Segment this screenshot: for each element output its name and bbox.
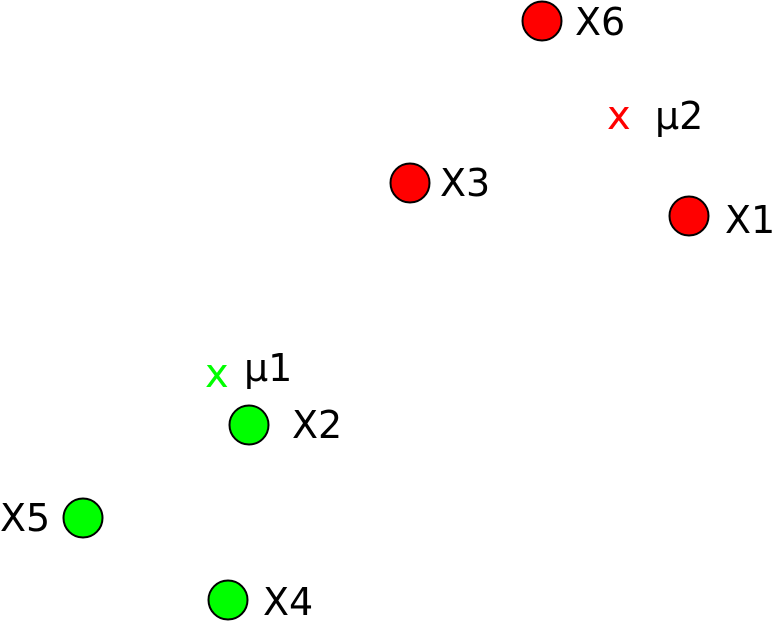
point-x3-label: X3 xyxy=(440,161,491,205)
point-x6-label: X6 xyxy=(575,0,626,44)
centroid-mu2-label: μ2 xyxy=(655,94,704,138)
point-x5-marker xyxy=(62,497,104,539)
point-x2-marker xyxy=(228,404,270,446)
centroid-mu1-marker: x xyxy=(205,351,229,397)
centroid-mu2-marker: x xyxy=(607,93,631,139)
point-x1-label: X1 xyxy=(725,198,774,242)
point-x4-label: X4 xyxy=(263,580,314,624)
point-x5-label: X5 xyxy=(0,496,51,540)
point-x6-marker xyxy=(521,0,563,42)
point-x4-marker xyxy=(207,579,249,621)
point-x1-marker xyxy=(668,195,710,237)
point-x3-marker xyxy=(389,162,431,204)
centroid-mu1-label: μ1 xyxy=(244,346,293,390)
point-x2-label: X2 xyxy=(292,403,343,447)
